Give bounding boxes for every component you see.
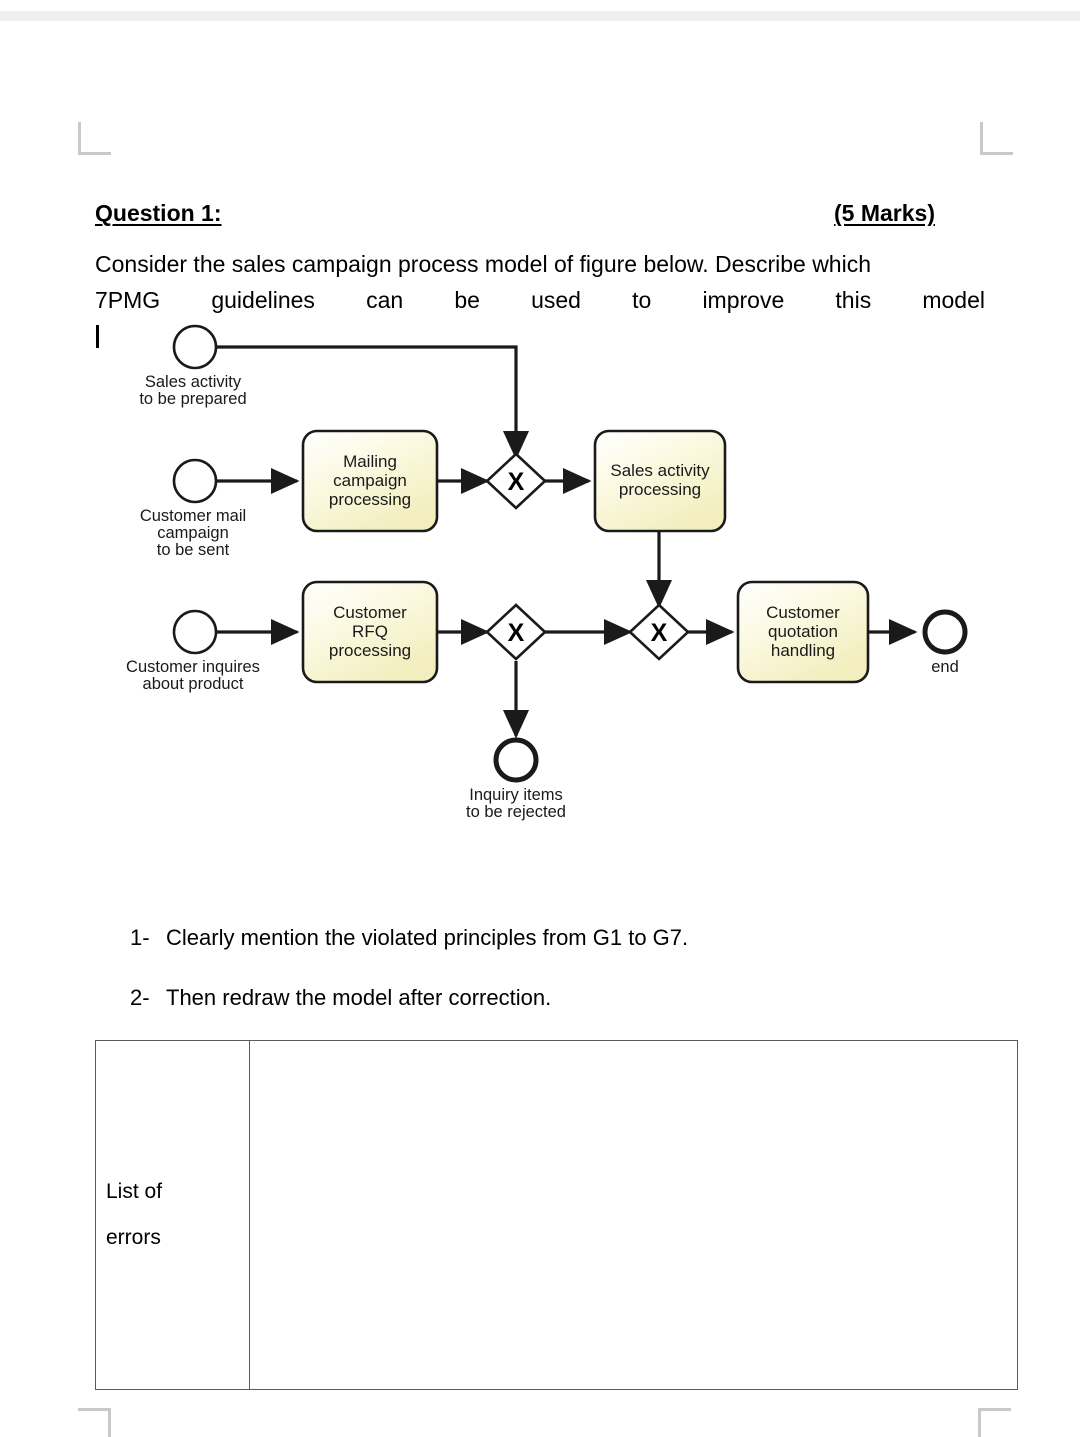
start-event-customer-inquires [172,609,218,655]
question-paragraph-line-2: 7PMG guidelines can be used to improve t… [95,287,985,313]
gateway-symbol-3: X [651,619,668,647]
instruction-2-number: 2- [130,985,150,1010]
end-event-inquiry-rejected [493,737,539,783]
task-label-salesactivity-2: processing [619,480,701,499]
instruction-1-text: Clearly mention the violated principles … [166,925,689,950]
task-label-mailing-2: campaign [333,471,407,490]
task-customer-rfq-processing [301,580,439,684]
crop-mark-bottom-right [978,1408,1011,1437]
task-label-rfq-3: processing [329,641,411,660]
answer-table-input-cell[interactable] [250,1041,1017,1389]
question-header: Question 1: (5 Marks) [95,200,935,227]
question-paragraph: Consider the sales campaign process mode… [95,246,985,354]
crop-mark-bottom-left [78,1408,111,1437]
start-event-sales-activity [172,324,218,370]
end-events [493,609,968,783]
gateway-exclusive-2 [485,603,547,661]
end-label-inquiry-1: Inquiry items [469,786,563,804]
task-label-salesactivity-1: Sales activity [610,461,710,480]
gateway-exclusive-3 [628,603,690,661]
text-caret [96,325,99,348]
end-label-inquiry-2: to be rejected [466,803,566,821]
task-label-mailing-3: processing [329,490,411,509]
scan-strip [0,11,1080,21]
marks-label: (5 Marks) [834,200,935,226]
gateway-symbol-2: X [508,619,525,647]
task-label-rfq-1: Customer [333,603,407,622]
instruction-item-1: 1- Clearly mention the violated principle… [130,925,688,951]
answer-table-label-cell: List of errors [96,1041,250,1389]
gateway-exclusive-1 [485,452,547,510]
start-event-labels: Sales activity to be prepared Customer m… [126,373,260,693]
flow-start1-to-gateway1 [217,345,530,460]
task-labels: Mailing campaign processing Sales activi… [329,452,840,660]
start-label-customer-mail-3: to be sent [157,541,230,559]
end-event-labels: Inquiry items to be rejected end [466,658,959,821]
instruction-item-2: 2- Then redraw the model after correction… [130,985,551,1011]
start-event-customer-mail [172,458,218,504]
end-event-process [922,609,968,655]
bpmn-diagram: Sales activity to be prepared Customer m… [0,318,1080,838]
question-title: Question 1: [95,200,222,226]
instruction-1-number: 1- [130,925,150,950]
crop-mark-top-left [78,122,111,155]
gateways [485,452,690,661]
start-label-sales-activity-1: Sales activity [145,373,242,391]
start-events [172,324,218,655]
end-label-process: end [931,658,959,676]
start-label-customer-inquires-2: about product [143,675,244,693]
answer-table-label-line-2: errors [106,1226,161,1249]
gateway-symbol-1: X [508,468,525,496]
task-mailing-campaign [301,429,439,533]
instruction-2-text: Then redraw the model after correction. [166,985,552,1010]
task-label-quotation-1: Customer [766,603,840,622]
answer-table-label-line-1: List of [106,1180,163,1203]
gateway-symbols: X X X [508,468,668,647]
task-customer-quotation-handling [736,580,870,684]
start-label-sales-activity-2: to be prepared [139,390,246,408]
tasks [301,429,870,684]
task-sales-activity-processing [593,429,727,533]
start-label-customer-mail-2: campaign [157,524,229,542]
question-paragraph-line-1: Consider the sales campaign process mode… [95,251,872,277]
answer-table: List of errors [95,1040,1018,1390]
task-label-mailing-1: Mailing [343,452,397,471]
task-label-quotation-3: handling [771,641,835,660]
start-label-customer-inquires-1: Customer inquires [126,658,260,676]
sequence-flows [217,345,918,739]
start-label-customer-mail-1: Customer mail [140,507,246,525]
crop-mark-top-right [980,122,1013,155]
task-label-quotation-2: quotation [768,622,838,641]
task-label-rfq-2: RFQ [352,622,388,641]
